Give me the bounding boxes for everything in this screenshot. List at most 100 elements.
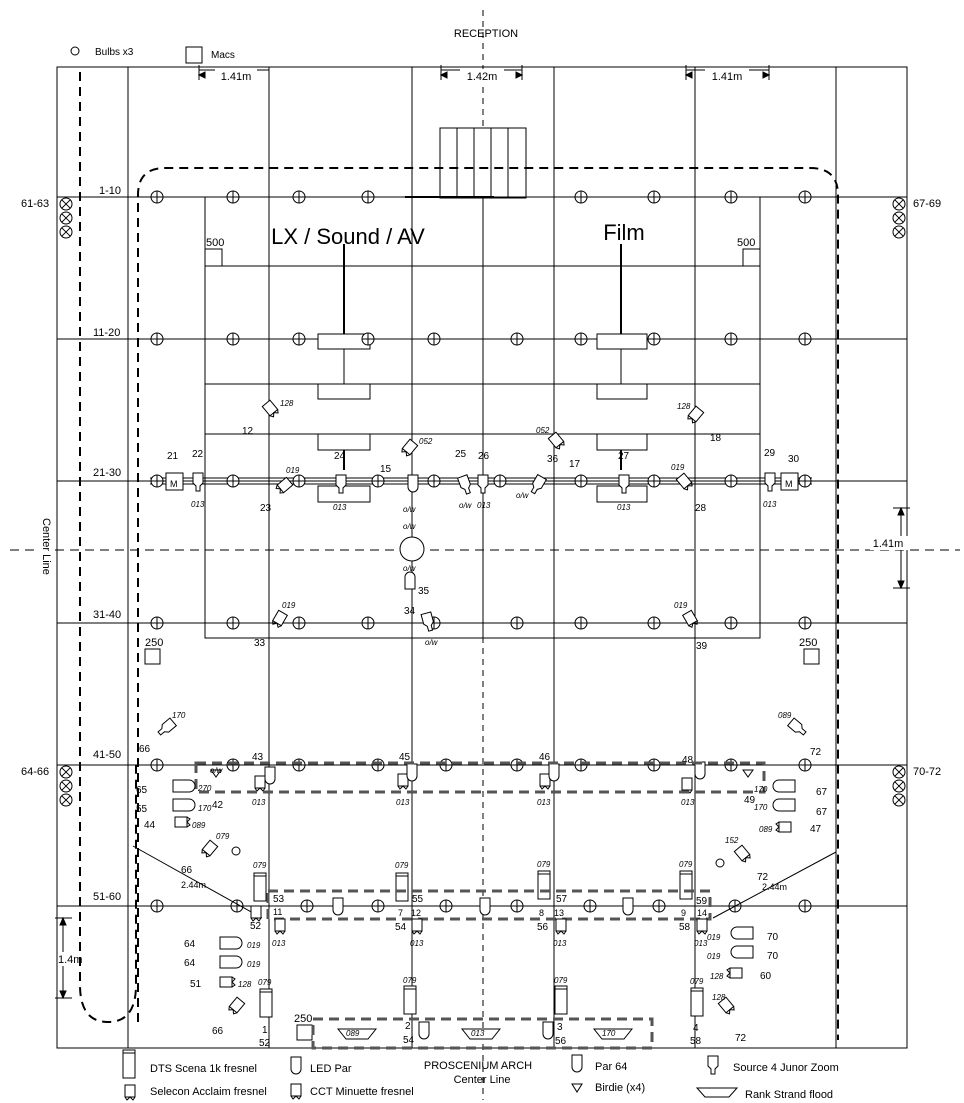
fixture-46 bbox=[539, 773, 551, 790]
plot-label: 66 bbox=[212, 1026, 224, 1037]
plot-label: 58 bbox=[690, 1036, 702, 1047]
par64-rl-2 bbox=[730, 945, 754, 959]
plot-label: 019 bbox=[286, 466, 300, 475]
diag-right bbox=[712, 851, 837, 919]
fixture-43 bbox=[264, 766, 276, 785]
plot-label: 54 bbox=[395, 922, 407, 933]
plot-label: 64 bbox=[184, 958, 196, 969]
reception-stack bbox=[439, 127, 527, 199]
legend-ledpar-icon bbox=[290, 1056, 302, 1075]
fixture-icon bbox=[730, 926, 754, 940]
selecon-51 bbox=[219, 976, 236, 988]
plot-label: o/w bbox=[403, 522, 417, 531]
fixture-icon bbox=[798, 190, 812, 204]
fixture-41-left bbox=[254, 775, 266, 792]
fixture-icon bbox=[647, 616, 661, 630]
legend-selecon: Selecon Acclaim fresnel bbox=[150, 1086, 267, 1098]
plot-label: 013 bbox=[763, 500, 777, 509]
plot-label: 64 bbox=[184, 939, 196, 950]
fixture-icon bbox=[226, 190, 240, 204]
plot-label: 55 bbox=[136, 804, 148, 815]
legend-birdie-icon bbox=[571, 1083, 583, 1093]
fixture-35 bbox=[404, 571, 416, 590]
plot-label: 53 bbox=[273, 894, 285, 905]
plot-label: 44 bbox=[144, 820, 156, 831]
fixture-28 bbox=[675, 472, 695, 492]
plot-label: 12 bbox=[411, 908, 421, 918]
plot-label: 013 bbox=[681, 798, 695, 807]
diag-left bbox=[132, 845, 263, 919]
scena-2 bbox=[403, 985, 417, 1015]
footlight-box bbox=[311, 1017, 654, 1050]
control-room-box bbox=[204, 196, 761, 639]
fixture-icon bbox=[274, 918, 286, 935]
par64-left-1 bbox=[172, 779, 196, 793]
legend-par64: Par 64 bbox=[595, 1061, 627, 1073]
fixture-icon bbox=[574, 758, 588, 772]
boom-41-50-box bbox=[194, 761, 766, 794]
dim-left-top: 1.41m bbox=[221, 71, 252, 83]
fixture-icon bbox=[548, 763, 560, 782]
fixture-icon bbox=[407, 474, 419, 493]
plot-label: 15 bbox=[380, 464, 392, 475]
fixture-icon bbox=[361, 332, 375, 346]
plot-label: 052 bbox=[419, 437, 433, 446]
fixture-icon bbox=[259, 988, 273, 1018]
plot-label: 52 bbox=[259, 1038, 271, 1049]
fixture-icon bbox=[150, 190, 164, 204]
film-desks bbox=[596, 244, 648, 503]
fixture-44 bbox=[174, 816, 191, 828]
plot-label: 72 bbox=[757, 872, 769, 883]
plot-label: 170 bbox=[602, 1029, 616, 1038]
speaker-250-right bbox=[803, 648, 820, 665]
fixture-icon bbox=[254, 775, 266, 792]
fixture-icon bbox=[399, 438, 419, 458]
plot-label: 079 bbox=[554, 976, 568, 985]
legend-ledpar: LED Par bbox=[310, 1063, 352, 1075]
fixture-icon bbox=[772, 798, 796, 812]
plot-label: 49 bbox=[744, 795, 756, 806]
fixture-39 bbox=[682, 609, 700, 629]
fixture-icon bbox=[798, 899, 812, 913]
selecon-12 bbox=[411, 918, 423, 935]
plot-label: 250 bbox=[145, 637, 163, 649]
fixture-icon bbox=[510, 758, 524, 772]
fixture-icon bbox=[724, 190, 738, 204]
plot-label: 079 bbox=[679, 860, 693, 869]
fixture-icon bbox=[690, 987, 704, 1017]
fixture-icon bbox=[892, 765, 906, 779]
par64-ll-1 bbox=[219, 936, 243, 950]
plot-label: 128 bbox=[238, 980, 252, 989]
fixture-icon bbox=[199, 839, 219, 859]
fixture-icon bbox=[724, 474, 738, 488]
fixture-icon bbox=[397, 773, 409, 790]
plot-label: 170 bbox=[754, 785, 768, 794]
fixture-icon bbox=[647, 190, 661, 204]
bulb-right bbox=[715, 858, 725, 868]
flood-013 bbox=[460, 1028, 502, 1040]
scena-53 bbox=[253, 872, 267, 902]
fixture-29 bbox=[764, 472, 776, 492]
fixture-icon bbox=[226, 332, 240, 346]
legend-rank: Rank Strand flood bbox=[745, 1089, 833, 1101]
bar-label-51-60: 51-60 bbox=[93, 891, 121, 903]
fixture-icon bbox=[292, 332, 306, 346]
plot-label: 128 bbox=[710, 972, 724, 981]
lx-room-label: LX / Sound / AV bbox=[271, 224, 425, 249]
fixture-45b bbox=[406, 763, 418, 782]
fixture-icon bbox=[798, 758, 812, 772]
fixture-icon bbox=[253, 872, 267, 902]
fixture-icon bbox=[733, 844, 753, 864]
fixture-icon bbox=[647, 758, 661, 772]
fixture-icon bbox=[59, 197, 73, 211]
fixture-icon bbox=[59, 793, 73, 807]
plot-label: 079 bbox=[216, 832, 230, 841]
flood-089 bbox=[336, 1028, 378, 1040]
legend-proscenium-sub: Center Line bbox=[454, 1074, 511, 1086]
plot-label: 72 bbox=[810, 747, 822, 758]
bulb-left bbox=[231, 846, 241, 856]
fixture-icon bbox=[537, 870, 551, 900]
plot-label: 9 bbox=[681, 908, 686, 918]
plot-label: 13 bbox=[554, 908, 564, 918]
plot-label: 34 bbox=[404, 606, 416, 617]
